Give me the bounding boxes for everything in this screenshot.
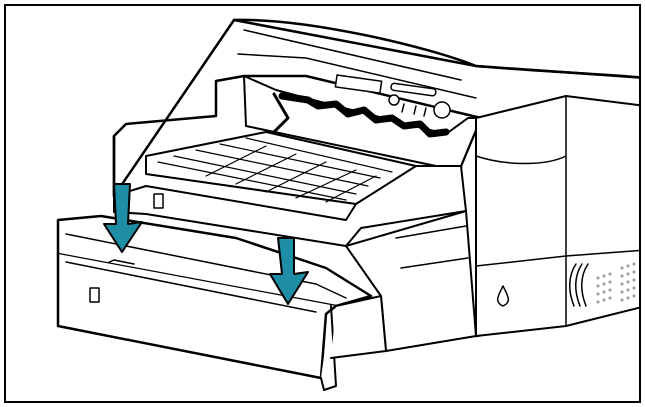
vent-dots [596,262,636,304]
vent-grille [569,263,589,307]
printer-lid [232,18,639,79]
output-tray [145,131,417,205]
power-button [388,94,400,106]
control-panel [334,74,451,119]
left-down-arrow [103,183,143,253]
lcd-display [334,74,383,94]
button-strip [390,82,437,97]
printer-side-panel [475,95,639,337]
paper-guides [278,92,450,138]
right-down-arrow [269,237,309,305]
illustration-frame [4,4,641,403]
printer-illustration [56,18,639,391]
tray-slot-icon [153,193,164,209]
tray-handle-icon [89,287,100,303]
ink-drop-icon [496,285,510,307]
printer-front-upper [113,165,467,247]
printer-base [345,210,477,352]
panel-button [433,101,451,119]
